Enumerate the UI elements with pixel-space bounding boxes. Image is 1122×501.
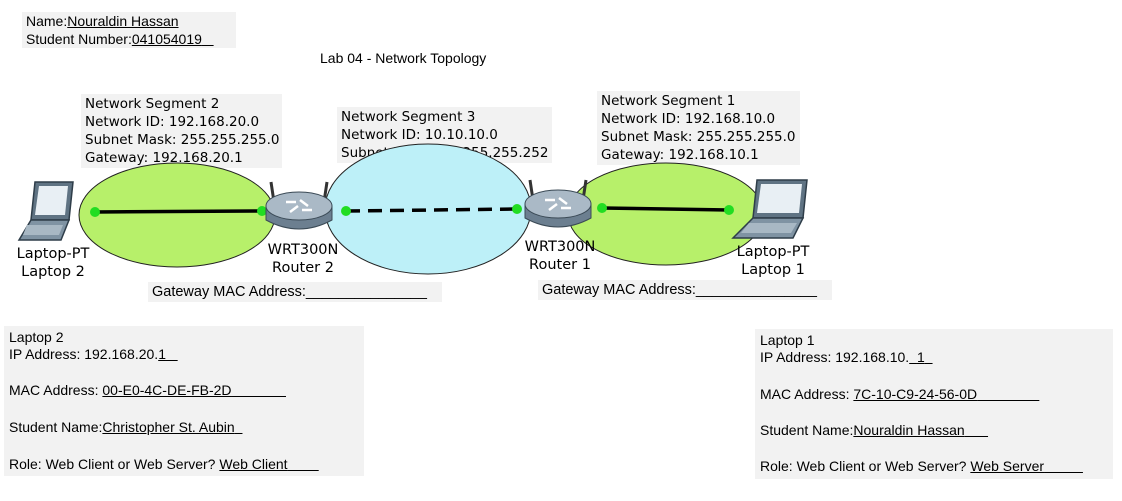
router-icon — [265, 181, 333, 230]
laptop-1-student: Student Name:Nouraldin Hassan — [760, 421, 988, 439]
laptop-1-ip-value: 1 — [916, 349, 925, 365]
segment-2-network-id: Network ID: 192.168.20.0 — [85, 114, 260, 130]
segment-2-subnet-mask: Subnet Mask: 255.255.255.0 — [85, 132, 280, 148]
laptop-2-info-title: Laptop 2 — [9, 329, 64, 345]
link-dot — [341, 206, 351, 216]
router-1-name: Router 1 — [529, 257, 591, 273]
laptop-2-model: Laptop-PT — [16, 246, 90, 262]
laptop-2-student-value: Christopher St. Aubin — [102, 419, 235, 435]
laptop-2-student: Student Name:Christopher St. Aubin — [9, 418, 242, 436]
gateway-mac-left-box — [148, 282, 442, 302]
laptop-1-info-box — [755, 329, 1113, 479]
laptop-1-mac: MAC Address: 7C-10-C9-24-56-0D — [760, 385, 1039, 403]
segment-3-title: Network Segment 3 — [341, 109, 476, 125]
laptop-1-info-title: Laptop 1 — [760, 332, 815, 348]
segment-1-network-id: Network ID: 192.168.10.0 — [601, 111, 776, 127]
laptop-icon — [17, 181, 74, 241]
link-router2-router1 — [345, 207, 518, 213]
link-dot — [597, 203, 607, 213]
laptop-2-name: Laptop 2 — [21, 264, 85, 280]
segment-1-box — [597, 91, 800, 165]
link-dot — [724, 205, 734, 215]
segment-3-network-id: Network ID: 10.10.10.0 — [341, 127, 498, 143]
name-value: Nouraldin Hassan — [67, 13, 179, 29]
gateway-mac-right-box — [538, 280, 832, 300]
router-2-model: WRT300N — [267, 242, 339, 258]
laptop-1-ip-label: IP Address: 192.168.10. — [760, 349, 910, 365]
student-number-label: Student Number: — [26, 31, 132, 47]
laptop-2-student-label: Student Name: — [9, 419, 103, 435]
laptop-2-mac-value: 00-E0-4C-DE-FB-2D — [102, 382, 232, 398]
laptop-2-mac-label: MAC Address: — [9, 382, 103, 398]
laptop-1-student-value: Nouraldin Hassan — [853, 422, 965, 438]
laptop-2-role-label: Role: Web Client or Web Server? — [9, 456, 220, 472]
gateway-mac-right: Gateway MAC Address:_______________ — [542, 282, 817, 298]
segment-2-ellipse — [78, 162, 276, 268]
laptop-2-role: Role: Web Client or Web Server? Web Clie… — [9, 455, 319, 473]
laptop-1-ip: IP Address: 192.168.10. 1 — [760, 348, 933, 366]
laptop-1-mac-value: 7C-10-C9-24-56-0D — [853, 386, 978, 402]
header-box — [22, 12, 236, 48]
segment-2-gateway: Gateway: 192.168.20.1 — [85, 150, 243, 166]
link-laptop2-router2 — [94, 209, 263, 214]
link-router1-laptop1 — [601, 206, 730, 212]
router-1-model: WRT300N — [524, 239, 596, 255]
link-dot — [90, 207, 100, 217]
laptop-1-role-label: Role: Web Client or Web Server? — [760, 458, 971, 474]
segment-1-title: Network Segment 1 — [601, 93, 736, 109]
laptop-1-role: Role: Web Client or Web Server? Web Serv… — [760, 457, 1083, 475]
student-number-value: 041054019 — [131, 31, 202, 47]
link-dot — [512, 204, 522, 214]
laptop-2-ip: IP Address: 192.168.20.1 — [9, 345, 178, 363]
page-title: Lab 04 - Network Topology — [320, 50, 487, 66]
laptop-icon — [731, 179, 808, 239]
laptop-1-role-value: Web Server — [970, 458, 1045, 474]
laptop-1-model: Laptop-PT — [736, 244, 810, 260]
laptop-1-name: Laptop 1 — [741, 262, 805, 278]
link-dot — [257, 206, 267, 216]
name-label: Name: — [26, 13, 68, 29]
segment-1-gateway: Gateway: 192.168.10.1 — [601, 147, 759, 163]
segment-2-title: Network Segment 2 — [85, 96, 220, 112]
student-number-field: Student Number:041054019 — [26, 30, 214, 48]
router-icon — [524, 179, 592, 228]
laptop-2-role-value: Web Client — [219, 456, 288, 472]
laptop-1-student-label: Student Name: — [760, 422, 854, 438]
laptop-2-ip-value: 1 — [158, 346, 166, 362]
laptop-1-mac-label: MAC Address: — [760, 386, 854, 402]
segment-2-box — [81, 94, 282, 168]
laptop-2-info-box — [4, 326, 364, 476]
router-2-name: Router 2 — [272, 260, 334, 276]
segment-1-subnet-mask: Subnet Mask: 255.255.255.0 — [601, 129, 796, 145]
gateway-mac-left: Gateway MAC Address:_______________ — [152, 284, 427, 300]
laptop-2-mac: MAC Address: 00-E0-4C-DE-FB-2D — [9, 381, 286, 399]
name-field: Name:Nouraldin Hassan — [26, 12, 179, 30]
laptop-2-ip-label: IP Address: 192.168.20. — [9, 346, 159, 362]
